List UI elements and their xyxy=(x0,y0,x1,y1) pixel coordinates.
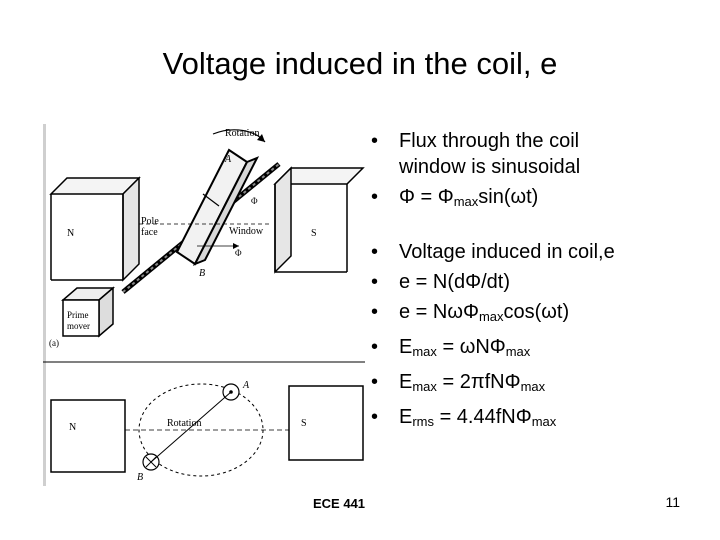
coil-marker-a-top: A xyxy=(224,154,232,165)
figure-scan-edge xyxy=(43,124,46,486)
south-pole-block-top xyxy=(273,166,365,274)
north-pole-block-top xyxy=(49,176,141,282)
pole-face-label-line2: face xyxy=(141,227,158,238)
equation-subscript: max xyxy=(520,379,546,394)
bullet-text-continuation: window is sinusoidal xyxy=(399,156,581,178)
north-pole-block-bottom xyxy=(50,399,126,473)
bullet-flux-sinusoidal: Flux through the coil window is sinusoid… xyxy=(371,128,711,180)
south-pole-block-bottom xyxy=(288,385,364,461)
bullet-emax-frequency: Emax = 2πfNΦmax xyxy=(371,369,711,400)
south-label-bottom: S xyxy=(301,418,307,429)
panel-a-tag: (a) xyxy=(49,338,59,348)
equation-part: E xyxy=(399,336,413,358)
bullet-text: Flux through the coil xyxy=(399,130,580,152)
equation-part: = ωNΦ xyxy=(436,336,506,358)
coil-marker-b-bottom: B xyxy=(137,472,143,483)
coil-marker-b-top: B xyxy=(199,268,205,279)
prime-mover-label-line2: mover xyxy=(67,321,90,331)
window-label: Window xyxy=(229,226,264,237)
equation-part: = 2πfNΦ xyxy=(436,371,521,393)
rotation-label-top: Rotation xyxy=(225,128,259,139)
flux-p-label: Φ xyxy=(235,248,242,258)
coil-marker-a-bottom: A xyxy=(242,380,250,391)
south-label-top: S xyxy=(311,228,317,239)
bullet-group-voltage: Voltage induced in coil,e e = N(dΦ/dt) e… xyxy=(371,239,711,435)
bullet-text: e = N(dΦ/dt) xyxy=(399,271,510,293)
equation-subscript: max xyxy=(412,379,437,394)
bullet-erms: Erms = 4.44fNΦmax xyxy=(371,404,711,435)
equation-subscript: max xyxy=(531,414,557,429)
equation-subscript: max xyxy=(505,344,531,359)
equation-part: = 4.44fNΦ xyxy=(434,406,532,428)
pole-face-label-line1: Pole xyxy=(141,216,159,227)
equation-subscript: max xyxy=(478,309,504,324)
bullet-group-flux: Flux through the coil window is sinusoid… xyxy=(371,128,711,215)
coil-chord-bottom xyxy=(150,391,232,463)
equation-subscript: max xyxy=(412,344,437,359)
flux-p-arrowhead xyxy=(233,243,239,249)
equation-part: Φ = Φ xyxy=(399,186,454,208)
footer-course: ECE 441 xyxy=(313,496,366,511)
equation-part: E xyxy=(399,406,413,428)
bullet-e-derivative: e = N(dΦ/dt) xyxy=(371,269,711,295)
bullet-voltage-induced: Voltage induced in coil,e xyxy=(371,239,711,265)
generator-figure: Rotation Pole face Window N S Prime move… xyxy=(43,124,365,486)
equation-part: sin(ωt) xyxy=(478,186,539,208)
equation-subscript: max xyxy=(453,194,479,209)
coil-loop xyxy=(175,148,260,266)
equation-part: cos(ωt) xyxy=(503,301,570,323)
prime-mover-label-line1: Prime xyxy=(67,310,89,320)
equation-subscript: rms xyxy=(412,414,435,429)
bullet-e-cosine: e = NωΦmaxcos(ωt) xyxy=(371,299,711,330)
equation-part: e = NωΦ xyxy=(399,301,479,323)
bullet-text: Voltage induced in coil,e xyxy=(399,241,615,263)
north-label-bottom: N xyxy=(69,422,76,433)
bullet-list: Flux through the coil window is sinusoid… xyxy=(371,128,711,439)
rotation-label-bottom: Rotation xyxy=(167,418,201,429)
footer-page-number: 11 xyxy=(665,494,680,510)
bullet-flux-equation: Φ = Φmaxsin(ωt) xyxy=(371,184,711,215)
flux-t-label: Φ xyxy=(251,196,258,206)
north-label-top: N xyxy=(67,228,74,239)
generator-diagram: Rotation Pole face Window N S Prime move… xyxy=(43,124,365,486)
slide-title: Voltage induced in the coil, e xyxy=(162,46,558,81)
prime-mover-box xyxy=(60,286,116,338)
rotation-arrowhead-top xyxy=(257,134,265,142)
bullet-emax-omega: Emax = ωNΦmax xyxy=(371,334,711,365)
equation-part: E xyxy=(399,371,413,393)
